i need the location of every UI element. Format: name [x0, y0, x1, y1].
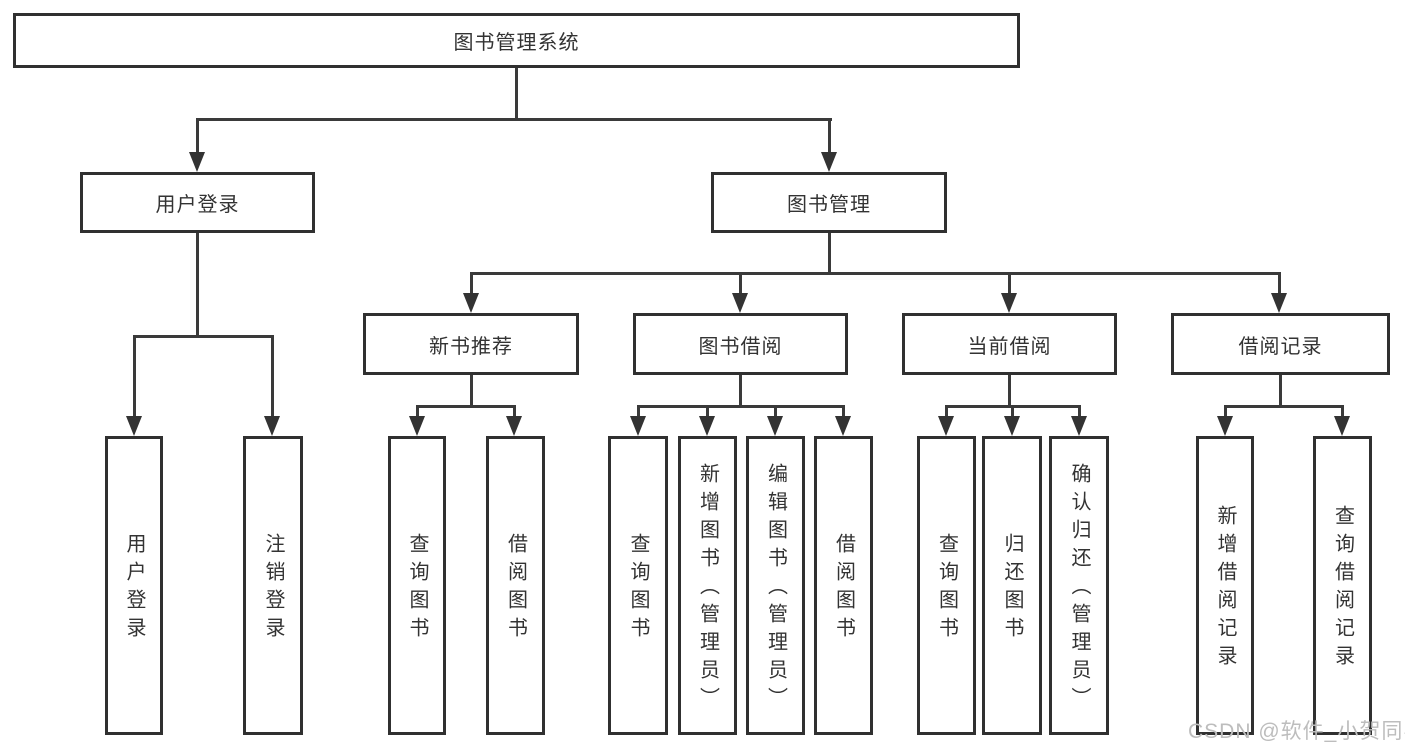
- node-borrow-record: 借阅记录: [1171, 313, 1390, 375]
- arrowhead-current-borrow: [1001, 293, 1017, 313]
- connector-user-login-bar: [133, 335, 274, 338]
- connector-drop-user-login: [196, 118, 199, 154]
- arrowhead-br-query: [1334, 416, 1350, 436]
- connector-drop-leaf-login: [133, 335, 136, 418]
- node-book-management-system: 图书管理系统: [13, 13, 1020, 68]
- leaf-newbook-query-book: 查询图书: [388, 436, 446, 735]
- leaf-current-return-book: 归还图书: [982, 436, 1042, 735]
- connector-drop-borrow-record: [1278, 272, 1281, 295]
- arrowhead-new-book: [463, 293, 479, 313]
- connector-user-login-stem: [196, 233, 199, 338]
- arrowhead-borrow-record: [1271, 293, 1287, 313]
- arrowhead-cb-confirm: [1071, 416, 1087, 436]
- node-current-borrow: 当前借阅: [902, 313, 1117, 375]
- connector-drop-new-book: [470, 272, 473, 295]
- connector-drop-bb-edit: [774, 405, 777, 418]
- connector-drop-leaf-logout: [271, 335, 274, 418]
- arrowhead-bb-query: [630, 416, 646, 436]
- arrowhead-leaf-logout: [264, 416, 280, 436]
- csdn-watermark: CSDN @软件_小贺同学: [1188, 720, 1405, 743]
- connector-root-bar: [196, 118, 832, 121]
- connector-drop-cb-return: [1011, 405, 1014, 418]
- connector-drop-book-borrow: [739, 272, 742, 295]
- leaf-record-query-record: 查询借阅记录: [1313, 436, 1372, 735]
- leaf-current-confirm-return-admin: 确认归还（管理员）: [1049, 436, 1109, 735]
- connector-drop-nb-query: [416, 405, 419, 418]
- leaf-current-query-book: 查询图书: [917, 436, 976, 735]
- connector-borrow-record-bar: [1224, 405, 1344, 408]
- leaf-borrow-query-book: 查询图书: [608, 436, 668, 735]
- node-user-login: 用户登录: [80, 172, 315, 233]
- connector-drop-cb-confirm: [1078, 405, 1081, 418]
- arrowhead-cb-query: [938, 416, 954, 436]
- arrowhead-book-borrow: [732, 293, 748, 313]
- connector-new-book-bar: [416, 405, 516, 408]
- arrowhead-bb-add: [699, 416, 715, 436]
- arrowhead-br-add: [1217, 416, 1233, 436]
- arrowhead-cb-return: [1004, 416, 1020, 436]
- arrowhead-nb-query: [409, 416, 425, 436]
- arrowhead-nb-borrow: [506, 416, 522, 436]
- connector-current-borrow-stem: [1008, 375, 1011, 408]
- node-new-book-recommend: 新书推荐: [363, 313, 579, 375]
- connector-book-management-stem: [828, 233, 831, 275]
- connector-drop-bb-add: [706, 405, 709, 418]
- arrowhead-book-management: [821, 152, 837, 172]
- connector-drop-bb-borrow: [842, 405, 845, 418]
- connector-drop-current-borrow: [1008, 272, 1011, 295]
- connector-drop-br-add: [1224, 405, 1227, 418]
- connector-drop-nb-borrow: [513, 405, 516, 418]
- arrowhead-user-login: [189, 152, 205, 172]
- arrowhead-bb-edit: [767, 416, 783, 436]
- connector-root-stem: [515, 68, 518, 121]
- leaf-borrow-add-book-admin: 新增图书（管理员）: [678, 436, 737, 735]
- connector-book-management-bar: [470, 272, 1281, 275]
- connector-drop-cb-query: [945, 405, 948, 418]
- connector-book-borrow-stem: [739, 375, 742, 408]
- leaf-borrow-edit-book-admin: 编辑图书（管理员）: [746, 436, 805, 735]
- connector-borrow-record-stem: [1279, 375, 1282, 408]
- leaf-newbook-borrow-book: 借阅图书: [486, 436, 545, 735]
- node-book-management: 图书管理: [711, 172, 947, 233]
- connector-new-book-stem: [470, 375, 473, 408]
- connector-drop-bb-query: [637, 405, 640, 418]
- connector-drop-book-management: [828, 118, 831, 154]
- leaf-logout: 注销登录: [243, 436, 303, 735]
- node-book-borrow: 图书借阅: [633, 313, 848, 375]
- arrowhead-leaf-login: [126, 416, 142, 436]
- leaf-record-add-record: 新增借阅记录: [1196, 436, 1254, 735]
- arrowhead-bb-borrow: [835, 416, 851, 436]
- leaf-borrow-borrow-book: 借阅图书: [814, 436, 873, 735]
- connector-book-borrow-bar: [637, 405, 845, 408]
- connector-drop-br-query: [1341, 405, 1344, 418]
- leaf-user-login: 用户登录: [105, 436, 163, 735]
